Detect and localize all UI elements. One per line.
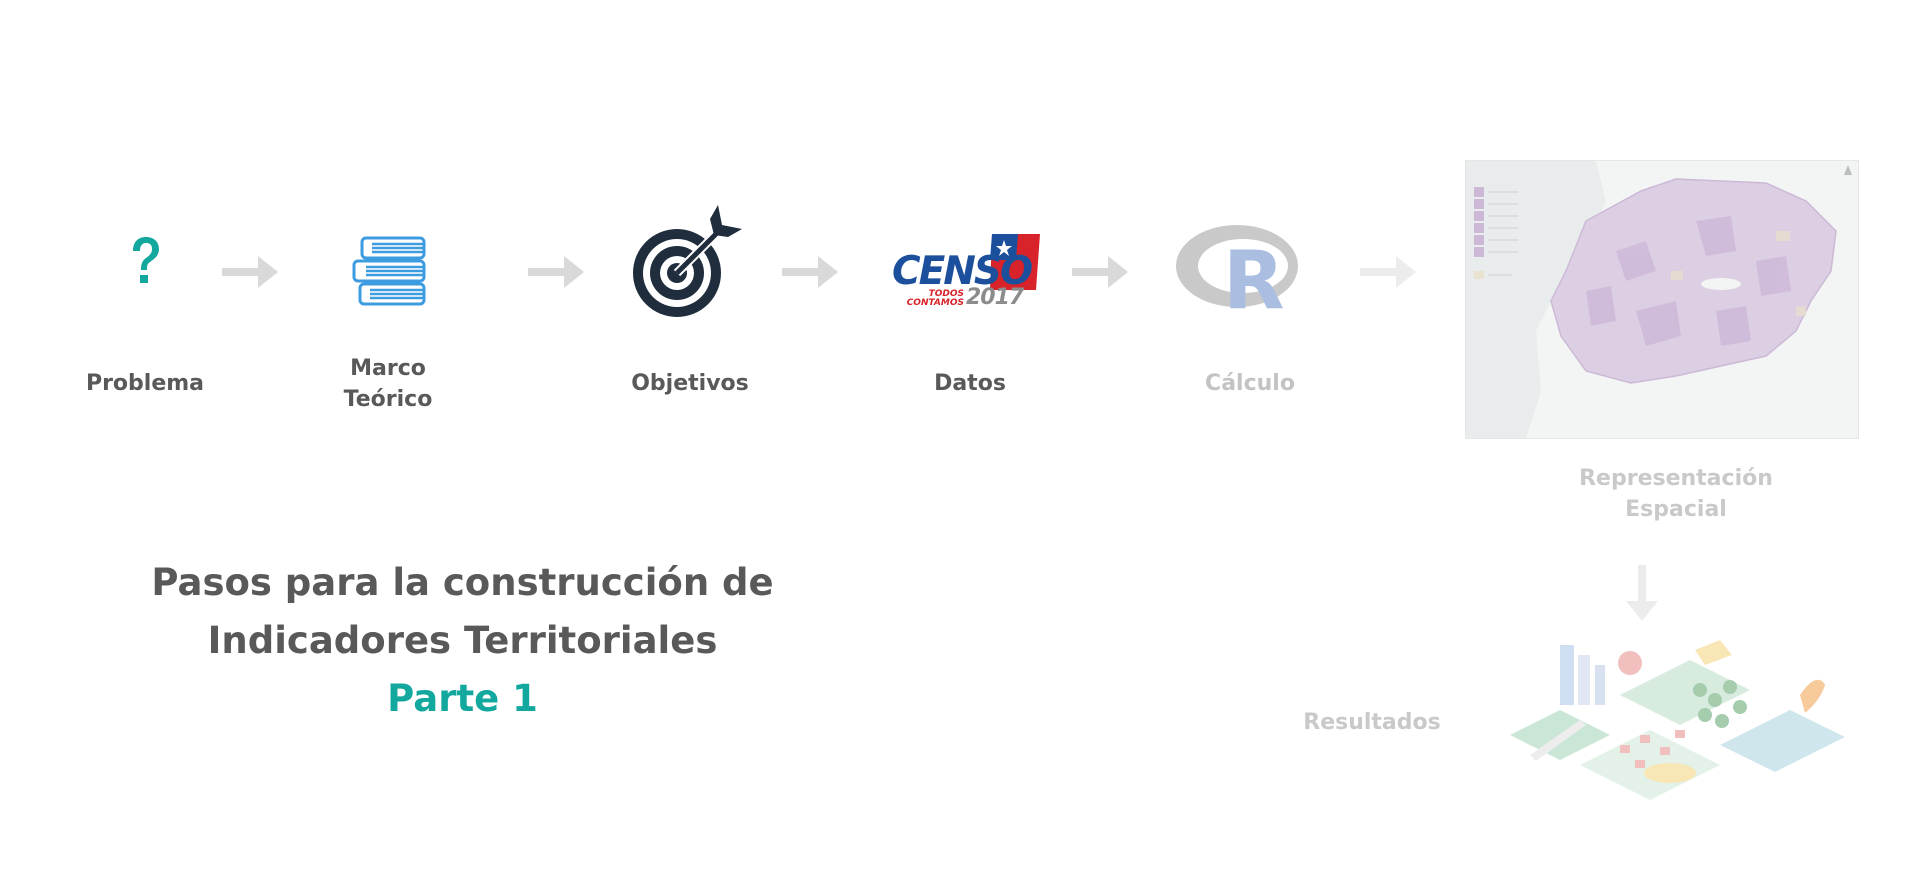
step-label-line: Marco bbox=[350, 356, 426, 381]
censo-tagline-line: CONTAMOS bbox=[906, 298, 964, 308]
step-label-representacion-espacial: Representación Espacial bbox=[1561, 463, 1791, 525]
step-label-line: Espacial bbox=[1625, 497, 1727, 522]
arrow-right-icon bbox=[782, 252, 838, 292]
r-letter: R bbox=[1223, 234, 1285, 327]
target-icon bbox=[630, 205, 745, 320]
arrow-right-icon bbox=[1072, 252, 1128, 292]
question-mark-icon bbox=[125, 235, 165, 295]
censo-year: 2017 bbox=[966, 285, 1024, 310]
step-label-line: Representación bbox=[1579, 466, 1773, 491]
step-label-datos: Datos bbox=[934, 371, 1006, 396]
chile-flag-icon bbox=[990, 232, 1042, 290]
books-icon bbox=[350, 235, 430, 307]
map-image bbox=[1465, 160, 1859, 439]
censo-tagline: TODOS CONTAMOS bbox=[906, 290, 964, 308]
step-label-marco-teorico: Marco Teórico bbox=[278, 353, 498, 415]
city-illustration bbox=[1500, 635, 1855, 810]
arrow-down-icon bbox=[1622, 565, 1662, 621]
title-line: Indicadores Territoriales bbox=[207, 619, 718, 662]
censo-word: CENSO bbox=[892, 249, 1033, 294]
step-label-calculo: Cálculo bbox=[1205, 371, 1295, 396]
step-label-resultados: Resultados bbox=[1303, 710, 1441, 735]
step-label-problema: Problema bbox=[85, 371, 205, 396]
arrow-right-icon bbox=[1360, 252, 1416, 292]
step-label-objetivos: Objetivos bbox=[631, 371, 749, 396]
censo-2017-logo: CENSO TODOS CONTAMOS 2017 bbox=[890, 230, 1048, 312]
censo-tagline-line: TODOS bbox=[928, 289, 964, 299]
title-subtitle: Parte 1 bbox=[387, 677, 538, 720]
slide-title: Pasos para la construcción de Indicadore… bbox=[130, 554, 795, 728]
step-label-line: Teórico bbox=[343, 387, 433, 412]
arrow-right-icon bbox=[528, 252, 584, 292]
title-line: Pasos para la construcción de bbox=[151, 561, 774, 604]
arrow-right-icon bbox=[222, 252, 278, 292]
r-logo-icon: R bbox=[1175, 222, 1300, 322]
